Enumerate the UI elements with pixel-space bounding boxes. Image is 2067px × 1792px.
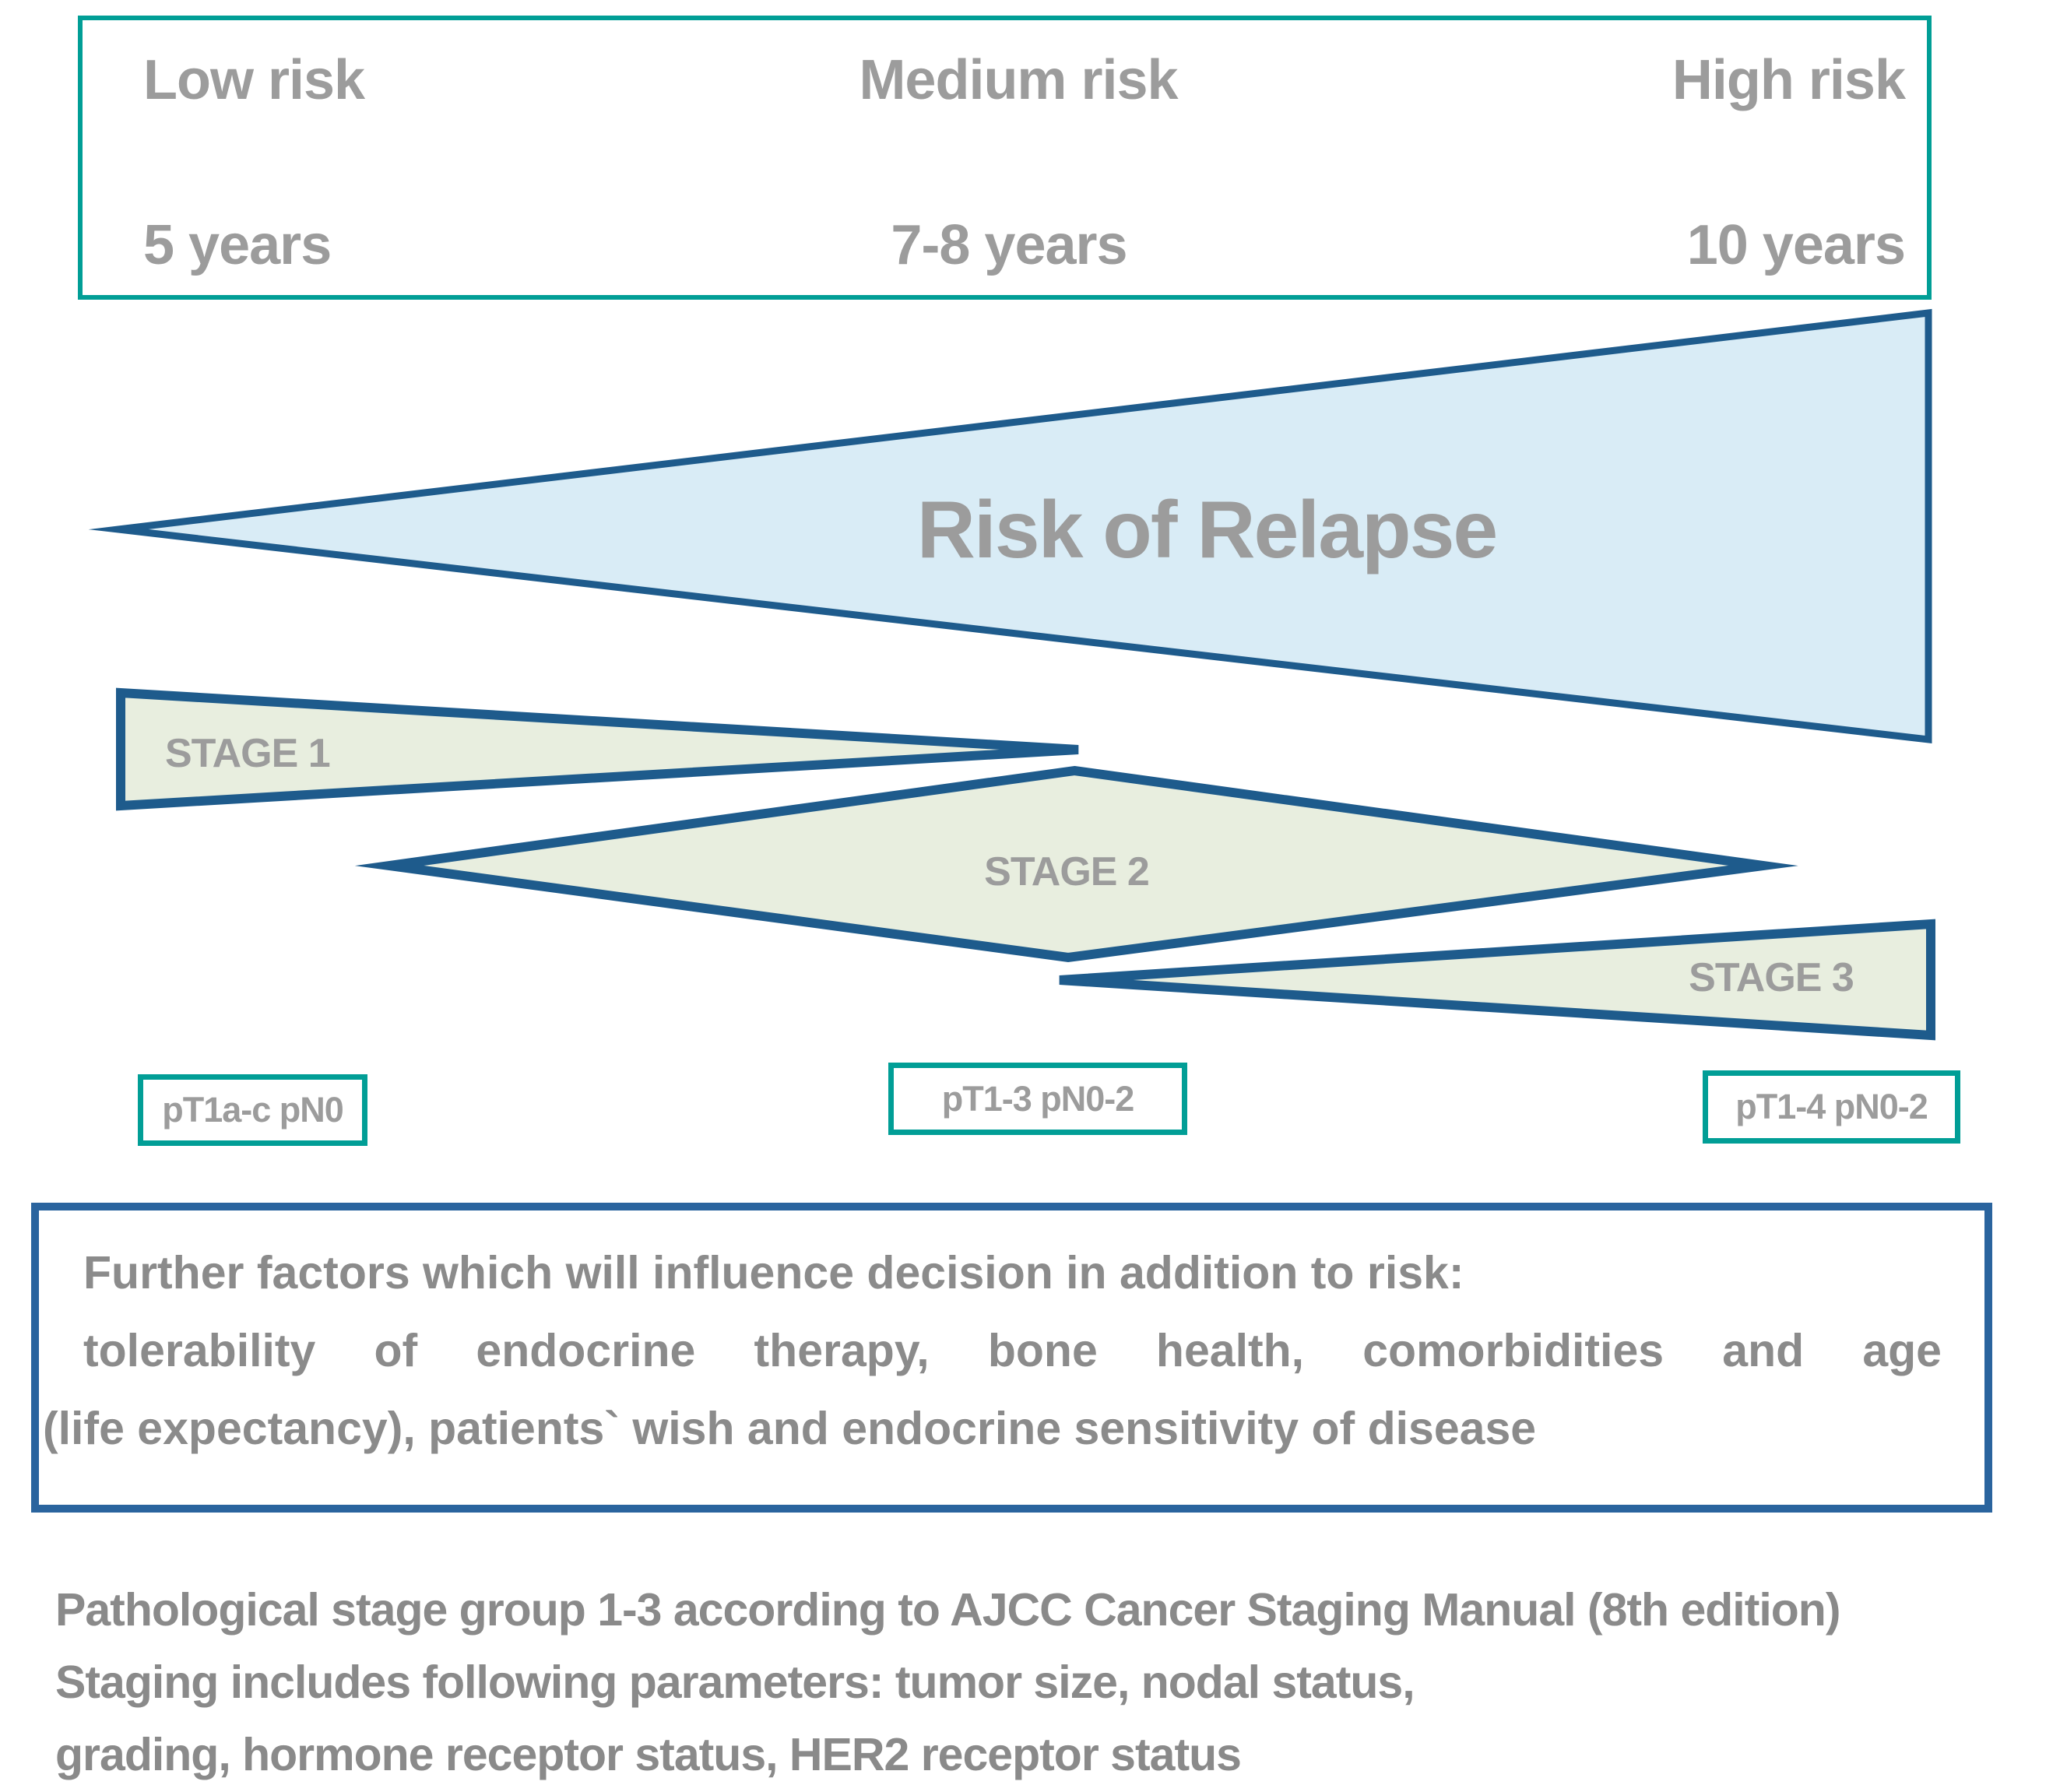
footnote-line3: grading, hormone receptor status, HER2 r… — [55, 1729, 1242, 1780]
risk-duration-row: 5 years 7-8 years 10 years — [143, 213, 1906, 277]
further-factors-box: Further factors which will influence dec… — [31, 1203, 1992, 1513]
stage1-wedge — [116, 687, 1079, 811]
further-factors-line3: (life expectancy), patients` wish and en… — [43, 1403, 1537, 1454]
further-factors-line1: Further factors which will influence dec… — [83, 1247, 1464, 1298]
stage3-tnm-box: pT1-4 pN0-2 — [1703, 1070, 1960, 1144]
stage2-tnm-label: pT1-3 pN0-2 — [941, 1078, 1135, 1119]
risk-of-relapse-label: Risk of Relapse — [916, 485, 1499, 575]
low-risk-label: Low risk — [143, 49, 365, 111]
stage1-label: STAGE 1 — [165, 731, 331, 776]
stage3-wedge — [1059, 919, 1935, 1041]
medium-risk-duration: 7-8 years — [891, 214, 1127, 276]
further-factors-line2: tolerability of endocrine therapy, bone … — [83, 1325, 1942, 1376]
footnote-line1: Pathological stage group 1-3 according t… — [55, 1584, 1840, 1636]
stage2-tnm-box: pT1-3 pN0-2 — [888, 1063, 1187, 1135]
low-risk-duration: 5 years — [143, 214, 332, 276]
risk-header-box: Low risk Medium risk High risk 5 years 7… — [78, 16, 1932, 300]
stage2-label: STAGE 2 — [984, 849, 1150, 894]
stage1-tnm-box: pT1a-c pN0 — [138, 1074, 367, 1146]
stage1-tnm-label: pT1a-c pN0 — [162, 1090, 344, 1130]
stage3-label: STAGE 3 — [1689, 955, 1854, 1000]
medium-risk-label: Medium risk — [859, 49, 1178, 111]
risk-level-row: Low risk Medium risk High risk — [143, 48, 1906, 112]
footnote-paragraph: Pathological stage group 1-3 according t… — [55, 1574, 2067, 1791]
high-risk-label: High risk — [1672, 49, 1906, 111]
footnote-line2: Staging includes following parameters: t… — [55, 1657, 1415, 1708]
risk-of-relapse-triangle — [88, 308, 1932, 744]
stage2-diamond — [354, 765, 1798, 963]
high-risk-duration: 10 years — [1686, 214, 1906, 276]
stage3-tnm-label: pT1-4 pN0-2 — [1735, 1087, 1928, 1126]
